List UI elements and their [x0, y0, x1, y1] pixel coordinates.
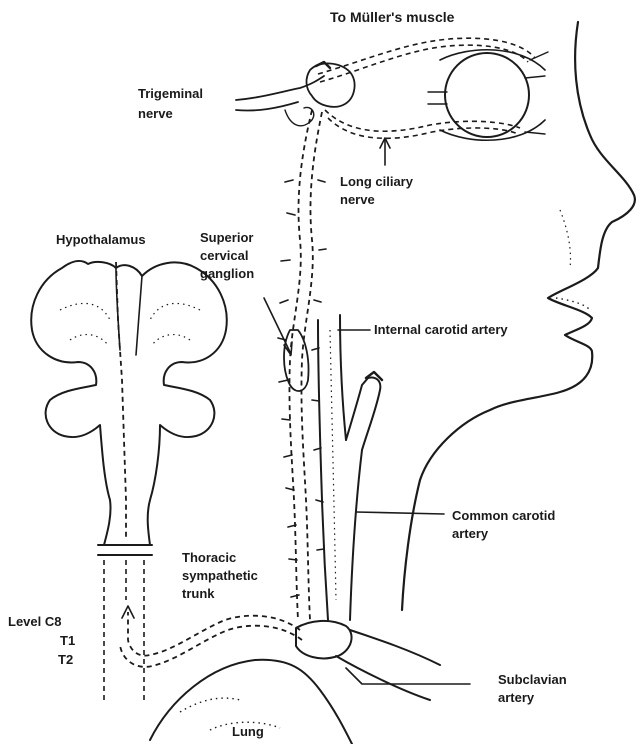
- label-thoracic-2: sympathetic: [182, 568, 258, 583]
- label-subclavian-1: Subclavian: [498, 672, 567, 687]
- label-superior-cervical-1: Superior: [200, 230, 253, 245]
- trigeminal-nerve: [236, 76, 324, 100]
- label-thoracic-3: trunk: [182, 586, 215, 601]
- leader-common-carotid: [356, 512, 444, 514]
- superior-cervical-ganglion-shape: [284, 330, 309, 391]
- leader-superior-cervical: [264, 298, 290, 352]
- label-superior-cervical-3: ganglion: [200, 266, 254, 281]
- internal-carotid-artery: [318, 320, 328, 620]
- label-trigeminal-2: nerve: [138, 106, 173, 121]
- label-mullers-muscle: To Müller's muscle: [330, 9, 455, 25]
- label-trigeminal-1: Trigeminal: [138, 86, 203, 101]
- subclavian-artery: [296, 621, 352, 658]
- spinal-cord: [98, 545, 152, 555]
- label-long-ciliary-2: nerve: [340, 192, 375, 207]
- label-internal-carotid: Internal carotid artery: [374, 322, 508, 337]
- leader-subclavian: [346, 668, 470, 684]
- label-common-carotid-2: artery: [452, 526, 489, 541]
- external-carotid-artery: [346, 378, 380, 451]
- label-long-ciliary-1: Long ciliary: [340, 174, 414, 189]
- thoracic-sympathetic-trunk: [128, 612, 300, 656]
- brainstem-outline: [31, 261, 227, 545]
- label-lung: Lung: [232, 724, 264, 739]
- cheek-line: [560, 210, 571, 268]
- label-level-t1: T1: [60, 633, 75, 648]
- label-common-carotid-1: Common carotid: [452, 508, 555, 523]
- label-hypothalamus: Hypothalamus: [56, 232, 146, 247]
- label-thoracic-1: Thoracic: [182, 550, 236, 565]
- long-ciliary-nerve: [325, 110, 520, 131]
- label-level-c8: Level C8: [8, 614, 61, 629]
- eye-globe: [445, 53, 529, 137]
- label-level-t2: T2: [58, 652, 73, 667]
- common-carotid-artery: [350, 450, 362, 620]
- label-subclavian-2: artery: [498, 690, 535, 705]
- label-superior-cervical-2: cervical: [200, 248, 248, 263]
